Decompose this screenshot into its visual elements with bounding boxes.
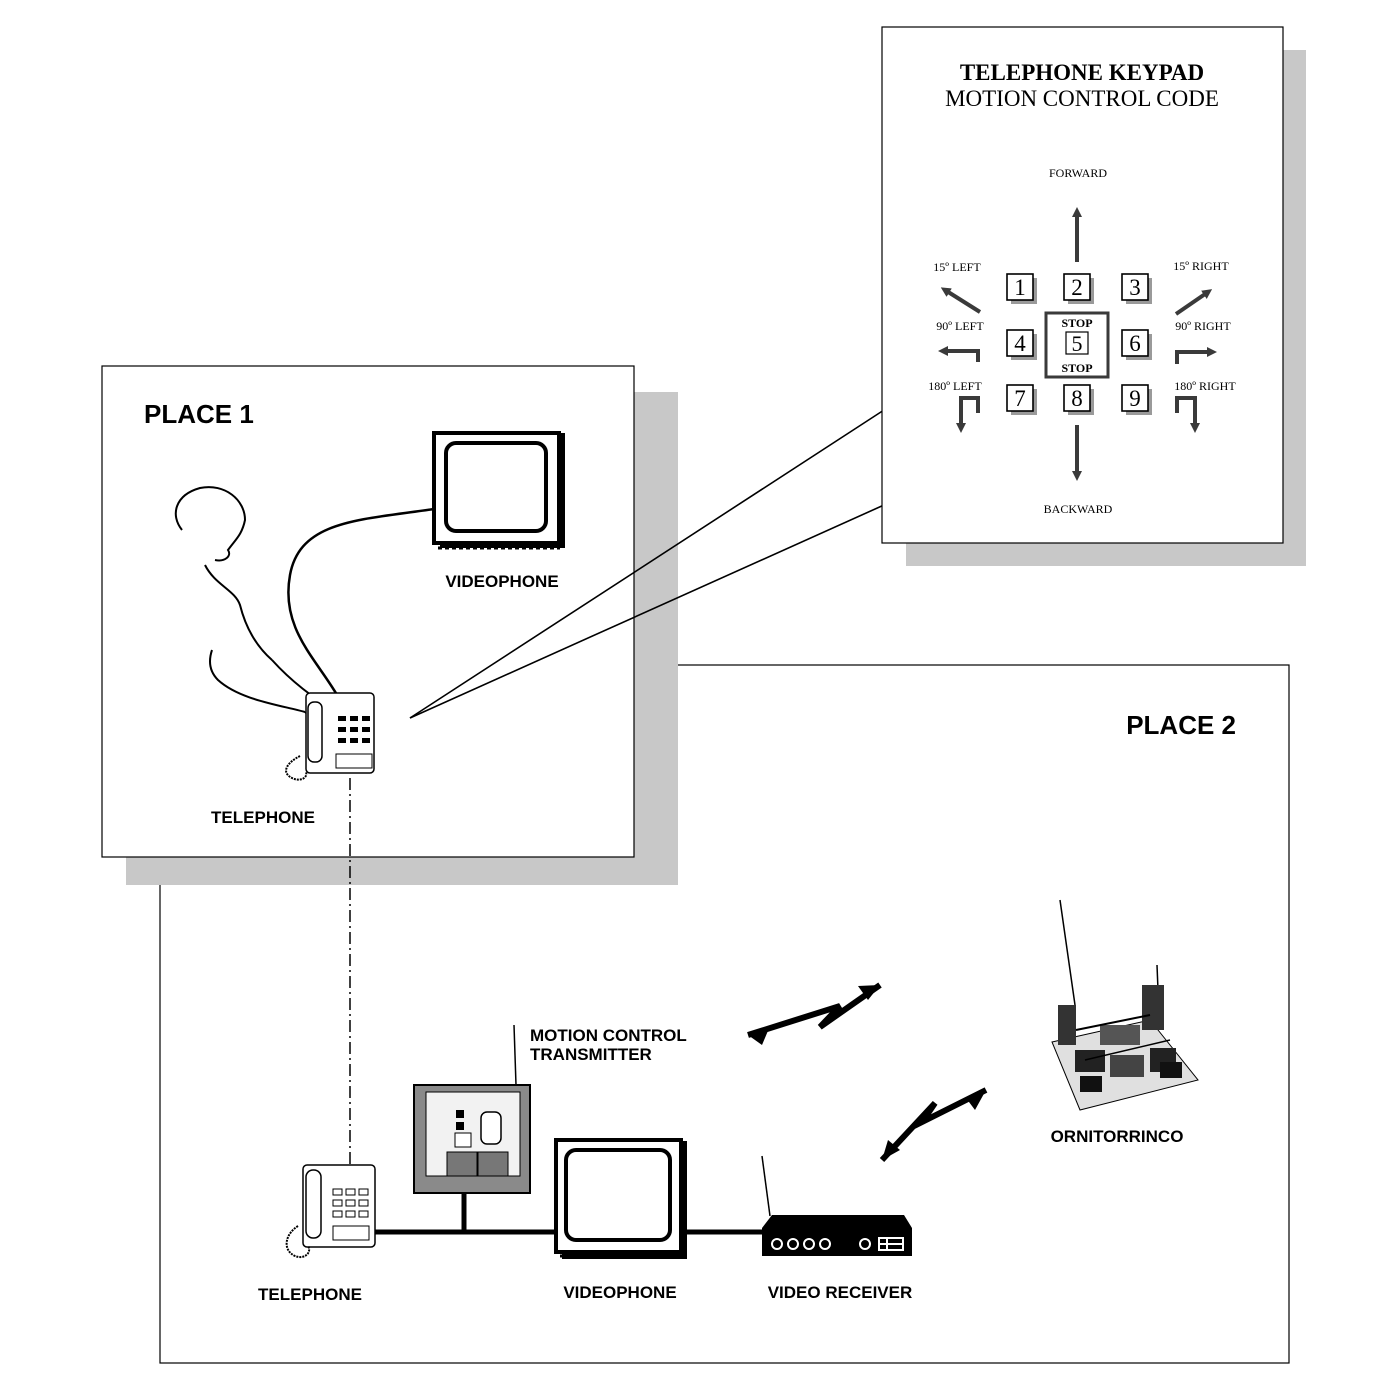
backward-label: BACKWARD xyxy=(1044,502,1113,516)
place2-title: PLACE 2 xyxy=(1126,710,1236,740)
stop-label-top: STOP xyxy=(1061,316,1092,330)
key-label: 5 xyxy=(1072,331,1083,356)
left180-label: 180º LEFT xyxy=(928,379,982,393)
place1-videophone-label: VIDEOPHONE xyxy=(445,572,558,591)
place2-bus xyxy=(374,1192,762,1235)
left180-arrow xyxy=(956,396,980,433)
signal-to-robot xyxy=(747,982,882,1038)
key-8: 8 xyxy=(1063,384,1094,415)
keypad-panel: TELEPHONE KEYPAD MOTION CONTROL CODE FOR… xyxy=(881,26,1306,566)
transmitter-label-line1: MOTION CONTROL xyxy=(530,1026,687,1045)
key-2: 2 xyxy=(1063,273,1094,304)
right15-label: 15º RIGHT xyxy=(1173,259,1229,273)
place2-videophone-label: VIDEOPHONE xyxy=(563,1283,676,1302)
key-label: 7 xyxy=(1014,386,1026,411)
motion-control-transmitter: MOTION CONTROL TRANSMITTER xyxy=(413,1024,687,1194)
place2-telephone: TELEPHONE xyxy=(258,1164,376,1304)
key-7: 7 xyxy=(1006,384,1037,415)
video-receiver-label: VIDEO RECEIVER xyxy=(768,1283,913,1302)
key-3: 3 xyxy=(1121,273,1152,304)
left15-label: 15º LEFT xyxy=(933,260,981,274)
key-label: 8 xyxy=(1071,386,1083,411)
key-5: 5 xyxy=(1065,331,1089,356)
place1-videophone: VIDEOPHONE xyxy=(432,431,565,591)
right90-arrow xyxy=(1175,347,1217,364)
key-label: 4 xyxy=(1014,331,1026,356)
key-1: 1 xyxy=(1006,273,1037,304)
key-label: 6 xyxy=(1129,331,1141,356)
place1-telephone-label: TELEPHONE xyxy=(211,808,315,827)
callout-lines xyxy=(409,409,885,719)
ornitorrinco-robot: ORNITORRINCO xyxy=(1051,899,1199,1146)
key-label: 9 xyxy=(1129,386,1141,411)
key-9: 9 xyxy=(1121,384,1152,415)
keypad-title: TELEPHONE KEYPAD xyxy=(960,60,1204,85)
robot-label: ORNITORRINCO xyxy=(1051,1127,1184,1146)
key-6: 6 xyxy=(1121,329,1152,360)
place1-panel: PLACE 1 xyxy=(101,365,678,885)
video-receiver: VIDEO RECEIVER xyxy=(761,1155,913,1302)
right15-arrow xyxy=(1174,289,1213,316)
signal-from-robot xyxy=(879,1087,988,1163)
stop-label-bottom: STOP xyxy=(1061,361,1092,375)
keypad-subtitle: MOTION CONTROL CODE xyxy=(945,86,1219,111)
key-4: 4 xyxy=(1006,329,1037,360)
keypad-keys: 1 2 3 4 5 6 7 8 9 xyxy=(1006,273,1152,415)
left90-label: 90º LEFT xyxy=(936,319,984,333)
place1-cable xyxy=(287,507,435,701)
right90-label: 90º RIGHT xyxy=(1175,319,1231,333)
key-label: 2 xyxy=(1071,275,1083,300)
left90-arrow xyxy=(938,346,980,362)
transmitter-label-line2: TRANSMITTER xyxy=(530,1045,652,1064)
left15-arrow xyxy=(940,287,982,314)
right180-label: 180º RIGHT xyxy=(1174,379,1236,393)
place1-title: PLACE 1 xyxy=(144,399,254,429)
key-label: 3 xyxy=(1129,275,1141,300)
right180-arrow xyxy=(1175,396,1200,433)
key-label: 1 xyxy=(1014,275,1026,300)
place1-telephone: TELEPHONE xyxy=(211,692,375,827)
forward-label: FORWARD xyxy=(1049,166,1107,180)
place2-videophone: VIDEOPHONE xyxy=(554,1138,687,1302)
direction-arrows xyxy=(938,207,1217,481)
place2-telephone-label: TELEPHONE xyxy=(258,1285,362,1304)
radio-signal-arrows xyxy=(747,982,988,1163)
